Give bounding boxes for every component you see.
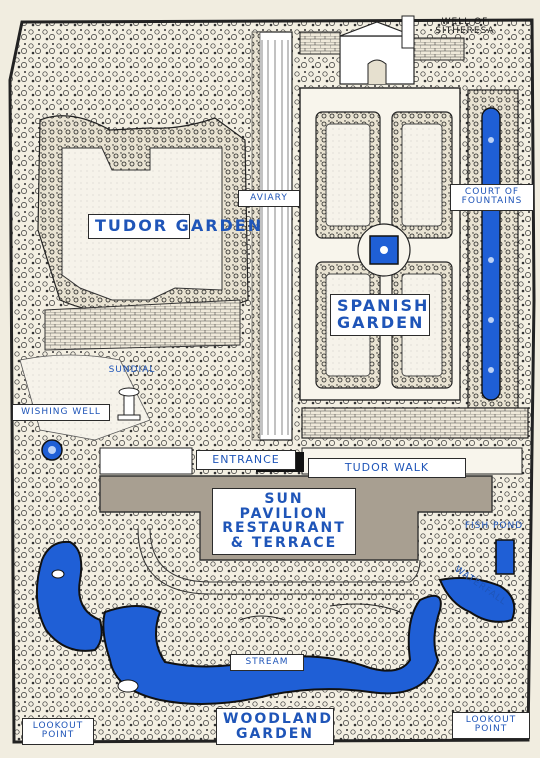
stream-label: STREAM	[230, 654, 304, 672]
waterfall-pool	[438, 577, 516, 623]
court-of-fountains-label: COURT of FOUNTAINS	[450, 184, 534, 211]
sundial-structure	[117, 387, 141, 421]
court-of-fountains-pool	[481, 107, 501, 401]
entrance-label: ENTRANCE	[196, 450, 296, 470]
woodland-stream	[102, 594, 442, 705]
spanish-garden-label: SPANISH GARDEN	[330, 294, 430, 336]
fish-pond-label: FISH POND	[464, 521, 524, 531]
lookout-point-right-label: LOOKOUT POINT	[452, 712, 530, 739]
fish-pond	[495, 539, 515, 575]
well-of-sitheresa-label: WELL of SITHERESA	[435, 17, 495, 37]
wishing-well-label: WISHING WELL	[12, 404, 110, 422]
sundial-label: SUNDIAL	[108, 365, 156, 375]
left-pond	[35, 540, 103, 652]
well-building	[299, 15, 465, 85]
tudor-garden-wall	[44, 299, 241, 351]
lookout-point-left-label: LOOKOUT POINT	[22, 718, 94, 745]
woodland-garden-label: WOODLAND GARDEN	[216, 708, 334, 746]
aviary-label: AVIARY	[238, 190, 300, 208]
tudor-garden-label: TUDOR GARDEN	[88, 214, 261, 239]
sun-pavilion-label: SUN PAVILION RESTAURANT & TERRACE	[212, 488, 356, 555]
tudor-walk-colonnade	[301, 407, 529, 439]
tudor-walk-label: TUDOR WALK	[308, 458, 466, 478]
